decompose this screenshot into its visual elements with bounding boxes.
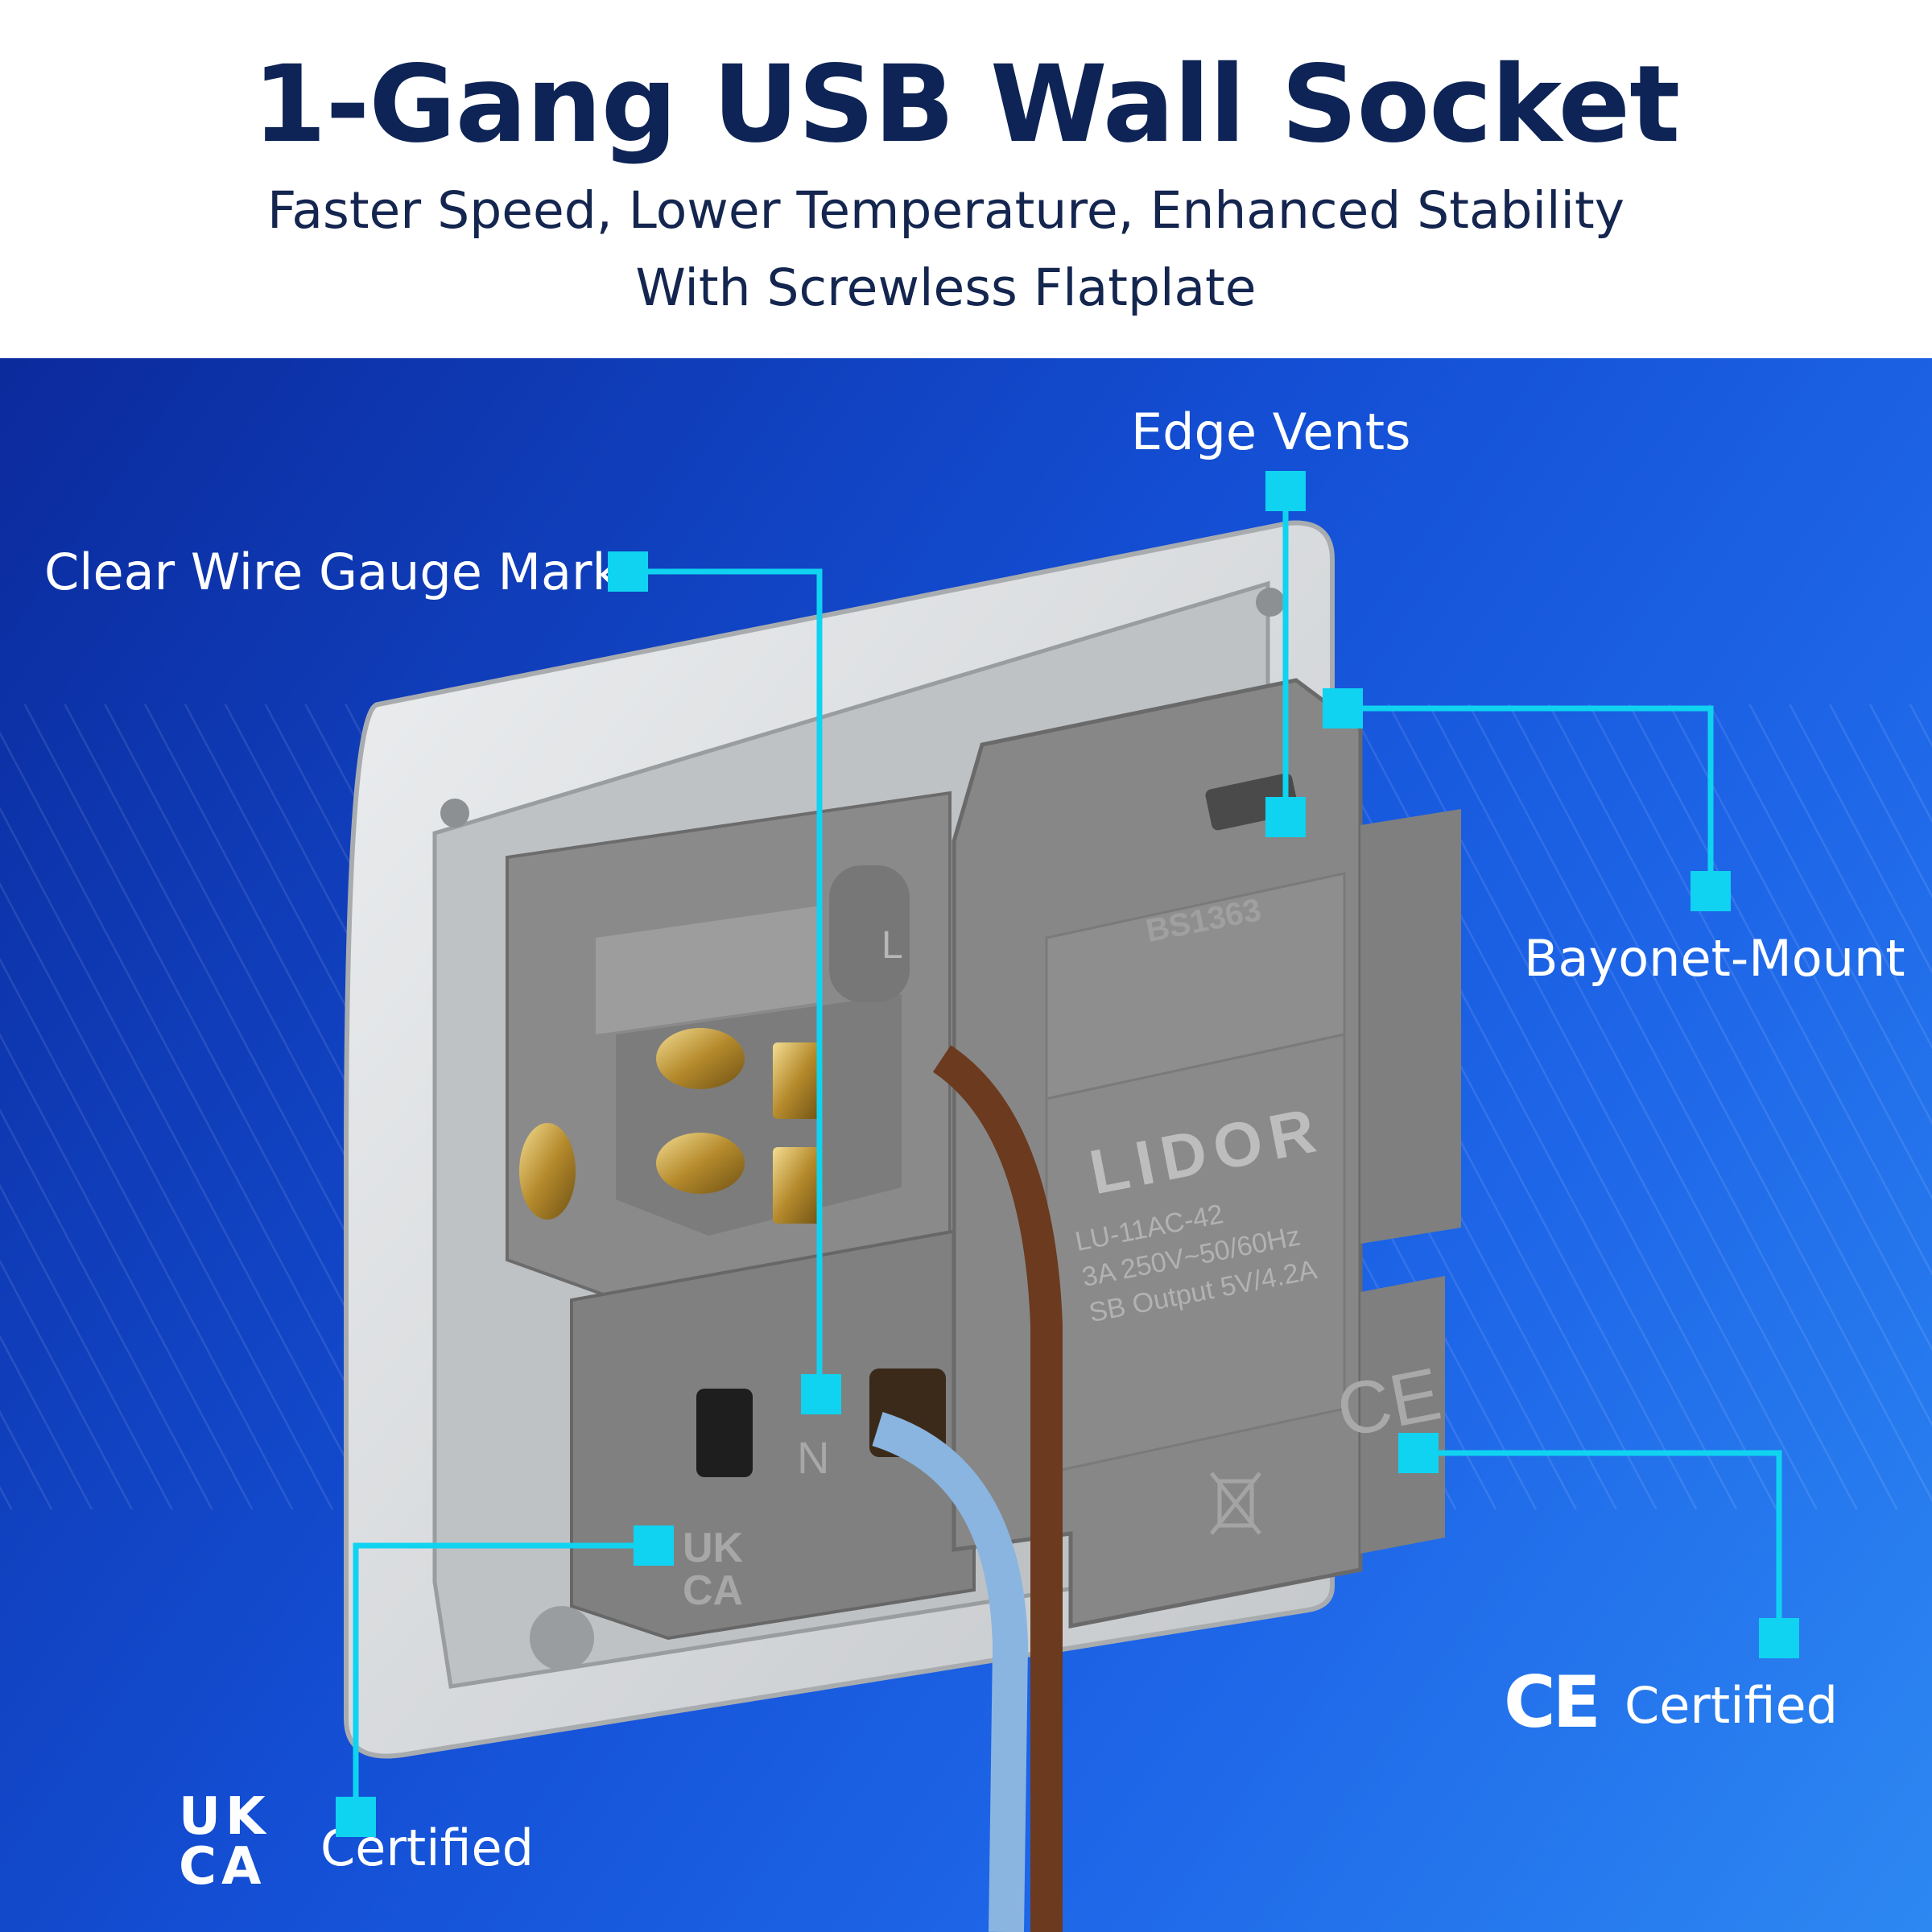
screw-hole (440, 799, 469, 828)
callout-lines (353, 489, 1782, 1817)
callout-marker-ce-start (1398, 1433, 1439, 1473)
side-vent-panel (1360, 809, 1461, 1244)
ukca-mark-line2: CA (683, 1567, 743, 1614)
callout-marker-edge-vents-end (1265, 797, 1306, 837)
ukca-mark-line1: UK (683, 1525, 744, 1571)
callout-marker-edge-vents-start (1265, 471, 1306, 511)
callout-marker-wire-gauge-end (801, 1374, 841, 1414)
product-stage: L N UK CA BS1363 LIDOR LU-11AC-42 3A 250… (0, 358, 1932, 1932)
mount-stud (530, 1606, 594, 1670)
wire-entry (829, 865, 910, 1002)
terminal-screw (656, 1028, 745, 1089)
ukca-symbol-line1: UK (179, 1787, 270, 1847)
subtitle-line-1: Faster Speed, Lower Temperature, Enhance… (266, 181, 1625, 240)
callout-marker-ukca-end (336, 1797, 376, 1837)
page-title: 1-Gang USB Wall Socket (252, 43, 1681, 167)
terminal-clamp (773, 1042, 821, 1119)
callout-marker-ukca-start (634, 1525, 674, 1566)
weee-bin-icon (1210, 1472, 1261, 1535)
screw-hole (1256, 588, 1285, 617)
callout-wire-gauge: Clear Wire Gauge Mark (44, 543, 621, 601)
product-illustration: L N UK CA BS1363 LIDOR LU-11AC-42 3A 250… (0, 489, 1932, 1932)
terminal-ridge (596, 906, 821, 1034)
subtitle-line-2: With Screwless Flatplate (635, 258, 1257, 317)
neutral-slot (696, 1389, 753, 1477)
callout-marker-bayonet-end (1690, 871, 1731, 911)
callout-ce-certified: Certified (1624, 1676, 1839, 1735)
earth-terminal (519, 1123, 576, 1220)
callout-marker-wire-gauge-start (608, 551, 648, 592)
neutral-wire (872, 1412, 1029, 1932)
terminal-l-label: L (881, 924, 903, 967)
callout-marker-ce-end (1759, 1618, 1799, 1658)
header: 1-Gang USB Wall Socket Faster Speed, Low… (0, 0, 1932, 358)
ce-symbol: CE (1504, 1661, 1601, 1744)
terminal-n-label: N (797, 1432, 829, 1483)
callout-marker-bayonet-start (1323, 688, 1363, 729)
ukca-symbol-line2: CA (179, 1837, 266, 1897)
terminal-screw (656, 1133, 745, 1194)
side-vent-panel (1360, 1276, 1445, 1554)
callout-edge-vents: Edge Vents (1131, 402, 1411, 461)
terminal-clamp (773, 1147, 821, 1224)
callout-bayonet: Bayonet-Mount (1524, 929, 1905, 988)
live-wire (932, 1045, 1063, 1932)
